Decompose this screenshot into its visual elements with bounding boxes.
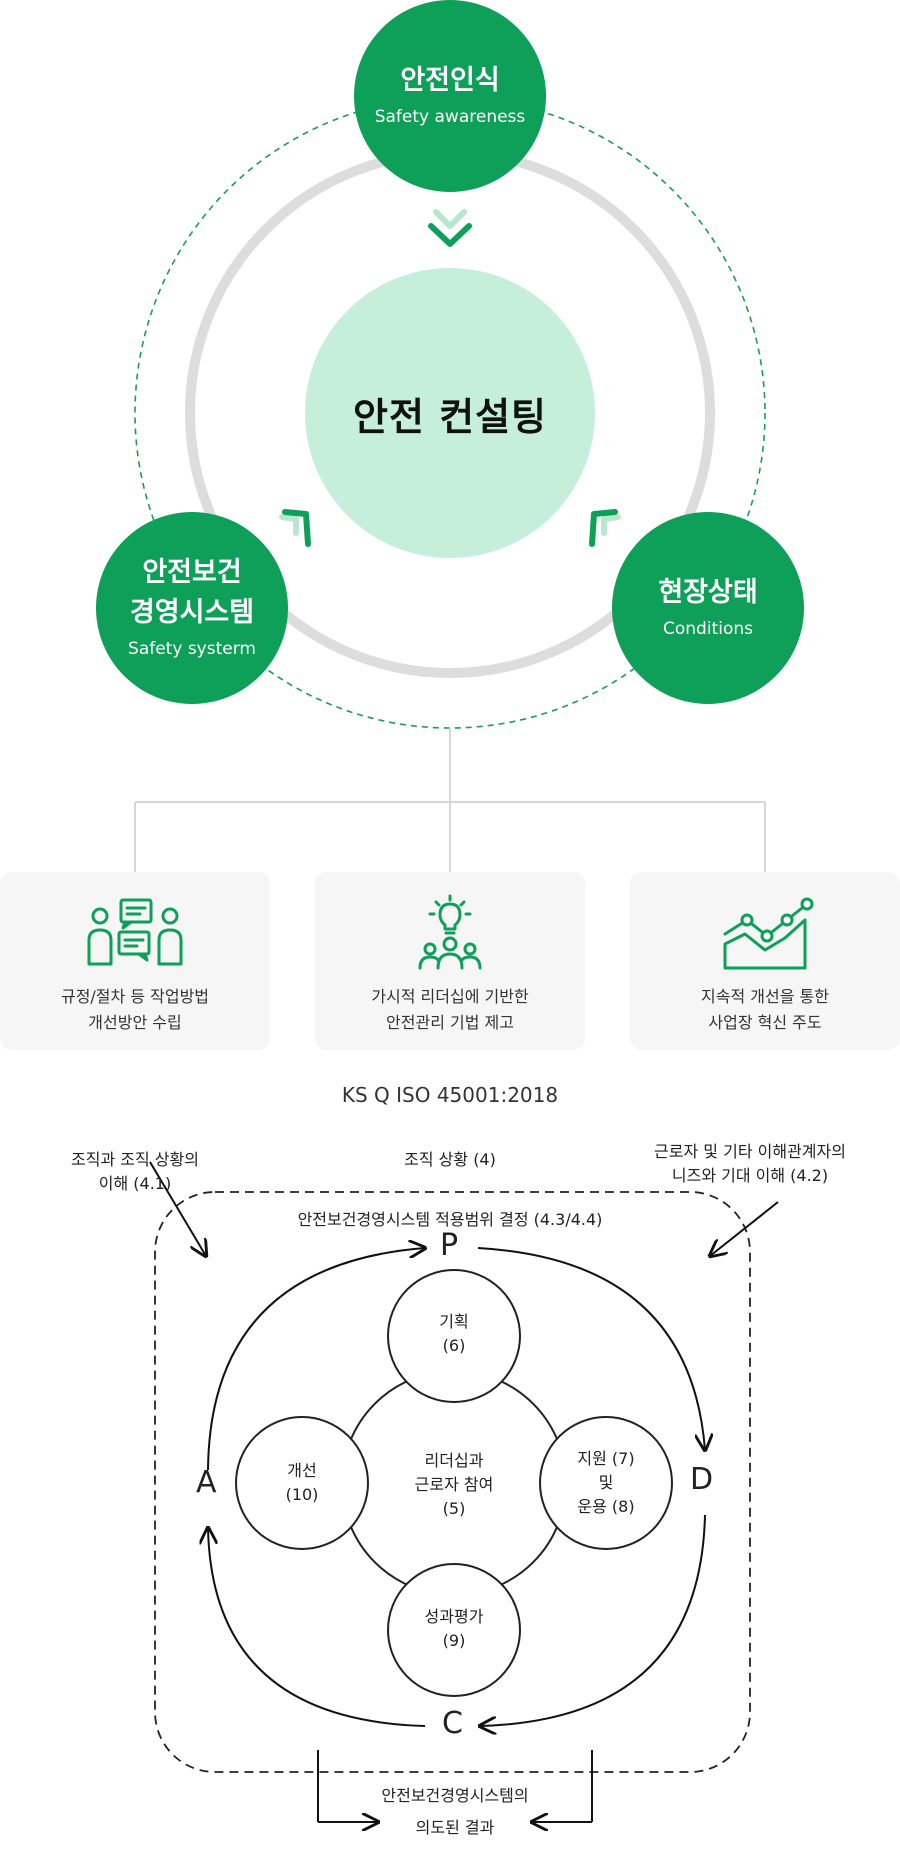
label-line: 근로자 참여 [414, 1475, 494, 1494]
arc-d-to-c [480, 1514, 706, 1726]
label-line: (9) [442, 1631, 466, 1650]
pdca-letter-c: C [442, 1706, 463, 1741]
card-text-line1: 가시적 리더십에 기반한 [371, 987, 529, 1006]
card-work-method: 규정/절차 등 작업방법 개선방안 수립 [0, 872, 270, 1050]
label-line: 안전보건경영시스템의 [381, 1786, 529, 1805]
iso-top-right-label: 근로자 및 기타 이해관계자의 니즈와 기대 이해 (4.2) [610, 1140, 890, 1188]
arc-p-to-d [477, 1247, 705, 1450]
label-line: 조직과 조직 상황의 [71, 1150, 199, 1169]
context-boundary [154, 1191, 751, 1773]
node-title-line1: 안전보건 [142, 557, 242, 588]
center-consulting-circle: 안전 컨설팅 [305, 268, 595, 558]
iso-pdca-graphic [149, 1161, 779, 1856]
chevron-up-right-icon [279, 509, 311, 547]
node-safety-system: 안전보건 경영시스템 Safety systerm [96, 512, 288, 704]
card-text-line2: 안전관리 기법 제고 [386, 1013, 514, 1032]
label-line: 이해 (4.1) [98, 1174, 172, 1193]
label-line: 의도된 결과 [415, 1818, 495, 1837]
lightbulb-team-icon [418, 894, 482, 970]
support-circle [539, 1416, 673, 1550]
card-leadership: 가시적 리더십에 기반한 안전관리 기법 제고 [315, 872, 585, 1050]
planning-circle [387, 1269, 521, 1403]
chevron-down-icon [428, 209, 472, 247]
label-line: 개선 [287, 1461, 317, 1480]
arrow-top-left [149, 1161, 206, 1256]
label-line: 운용 (8) [577, 1497, 635, 1516]
node-title-line2: 경영시스템 [129, 597, 255, 628]
outcome-label: 안전보건경영시스템의 의도된 결과 [340, 1780, 570, 1844]
node-safety-awareness: 안전인식 Safety awareness [354, 0, 546, 192]
label-line: 성과평가 [424, 1607, 484, 1626]
improvement-label: 개선 (10) [236, 1459, 368, 1507]
label-line: (6) [442, 1336, 466, 1355]
node-title: 안전인식 [400, 65, 500, 96]
evaluation-label: 성과평가 (9) [388, 1605, 520, 1653]
arrow-top-right [710, 1201, 779, 1256]
label-line: 근로자 및 기타 이해관계자의 [654, 1142, 846, 1161]
label-line: (5) [442, 1499, 466, 1518]
label-line: 지원 (7) [577, 1449, 635, 1468]
node-title: 현장상태 [658, 577, 758, 608]
pdca-letter-a: A [196, 1465, 217, 1500]
node-subtitle: Conditions [663, 619, 753, 639]
card-text-line1: 규정/절차 등 작업방법 [60, 987, 210, 1006]
line-chart-icon [723, 897, 814, 970]
arc-a-to-p [207, 1248, 425, 1471]
dashed-outer-ring [134, 97, 766, 729]
evaluation-circle [387, 1563, 521, 1697]
improvement-circle [235, 1416, 369, 1550]
people-speech-icon [87, 898, 183, 966]
node-subtitle: Safety awareness [374, 107, 526, 127]
node-conditions: 현장상태 Conditions [612, 512, 804, 704]
pdca-letter-p: P [440, 1228, 459, 1263]
card-innovation: 지속적 개선을 통한 사업장 혁신 주도 [630, 872, 900, 1050]
iso-scope-label: 안전보건경영시스템 적용범위 결정 (4.3/4.4) [250, 1208, 650, 1232]
label-line: 니즈와 기대 이해 (4.2) [671, 1166, 829, 1185]
support-label: 지원 (7) 및 운용 (8) [540, 1447, 672, 1519]
card-text-line1: 지속적 개선을 통한 [701, 987, 829, 1006]
node-subtitle: Safety systerm [128, 639, 256, 659]
iso-title: KS Q ISO 45001:2018 [341, 1083, 559, 1107]
arc-c-to-a [208, 1528, 426, 1727]
iso-top-left-label: 조직과 조직 상황의 이해 (4.1) [20, 1148, 250, 1196]
label-line: (10) [285, 1485, 319, 1504]
pdca-letter-d: D [690, 1462, 714, 1497]
chevron-up-left-icon [589, 509, 621, 547]
iso-top-center-label: 조직 상황 (4) [404, 1150, 496, 1169]
planning-label: 기획 (6) [388, 1310, 520, 1358]
label-line: 리더십과 [424, 1451, 484, 1470]
center-label: 안전 컨설팅 [352, 394, 548, 439]
card-text-line2: 개선방안 수립 [88, 1013, 182, 1032]
label-line: 기획 [439, 1312, 469, 1331]
leadership-label: 리더십과 근로자 참여 (5) [388, 1449, 520, 1521]
card-text-line2: 사업장 혁신 주도 [708, 1013, 822, 1032]
label-line: 및 [598, 1473, 614, 1492]
